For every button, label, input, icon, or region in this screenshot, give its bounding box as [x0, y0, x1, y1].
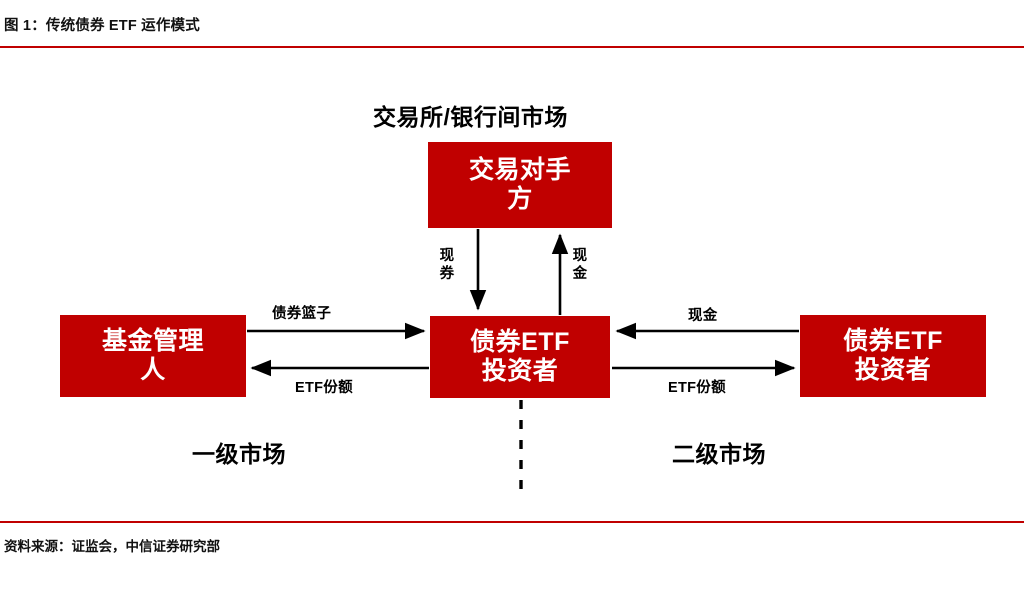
- node-etf-investor-center[interactable]: 债券ETF 投资者: [430, 316, 610, 398]
- node-etf-investor-right-line2: 投资者: [854, 356, 932, 384]
- source-divider-rule: [0, 521, 1024, 523]
- diagram-canvas: 交易所/银行间市场 一级市场 二级市场 交易对手 方 基金管理 人 债券ETF …: [0, 48, 1024, 521]
- title-divider-rule: [0, 46, 1024, 48]
- edge-label-center-to-manager: ETF份额: [295, 380, 353, 396]
- node-fund-manager-line1: 基金管理: [101, 326, 204, 355]
- node-counterparty[interactable]: 交易对手 方: [428, 142, 612, 228]
- node-etf-investor-right-line1: 债券ETF: [843, 326, 943, 355]
- heading-market-venue: 交易所/银行间市场: [373, 104, 568, 130]
- edge-label-center-to-counterparty: 现金: [572, 248, 588, 282]
- edge-label-counterparty-to-center: 现券: [439, 248, 455, 282]
- node-fund-manager-line2: 人: [140, 356, 166, 384]
- edge-label-manager-to-center: 债券篮子: [272, 306, 332, 322]
- heading-primary-market: 一级市场: [192, 441, 286, 467]
- edge-label-right-to-center: 现金: [688, 308, 718, 324]
- edge-label-center-to-right: ETF份额: [668, 380, 726, 396]
- node-fund-manager[interactable]: 基金管理 人: [60, 315, 246, 397]
- node-counterparty-line1: 交易对手: [468, 155, 571, 184]
- figure-title: 图 1：传统债券 ETF 运作模式: [4, 18, 200, 34]
- node-counterparty-line2: 方: [507, 185, 533, 213]
- node-etf-investor-center-line2: 投资者: [481, 357, 559, 385]
- node-etf-investor-right[interactable]: 债券ETF 投资者: [800, 315, 986, 397]
- figure-source: 资料来源：证监会，中信证券研究部: [4, 539, 220, 554]
- node-etf-investor-center-line1: 债券ETF: [470, 327, 570, 356]
- heading-secondary-market: 二级市场: [672, 441, 766, 467]
